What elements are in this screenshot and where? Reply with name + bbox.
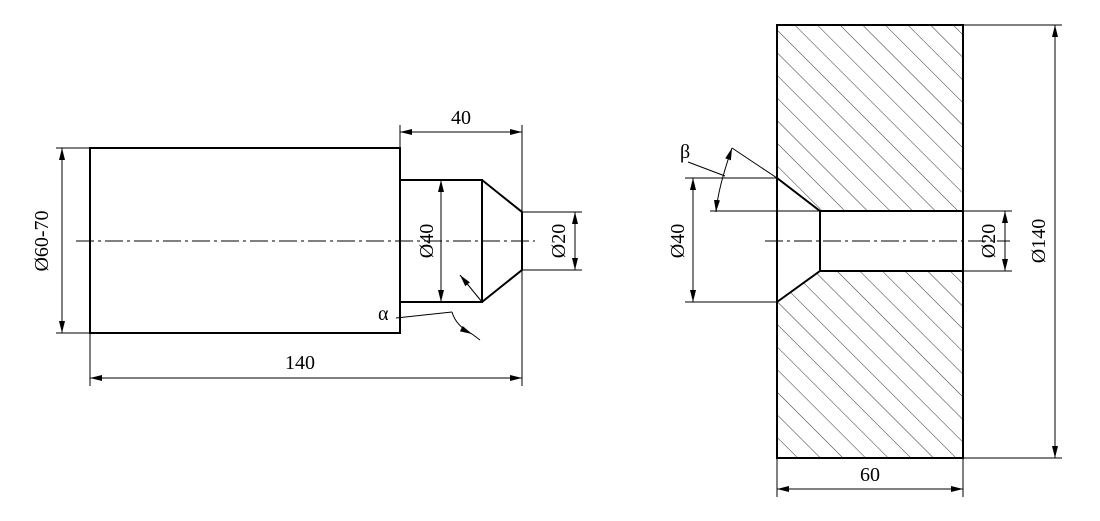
angle-alpha-label: α [378, 303, 389, 325]
dim-hole-diameter: Ø20 [963, 210, 1012, 272]
dim-countersink-diameter-label: Ø40 [667, 224, 689, 258]
dim-neck-diameter-label: Ø40 [416, 224, 438, 258]
bush-section-view: Ø40 β Ø20 Ø140 60 [667, 24, 1062, 497]
dim-outer-diameter-label: Ø140 [1028, 219, 1050, 263]
dim-thickness-label: 60 [860, 464, 880, 486]
section-hatch-bottom [777, 271, 963, 458]
dim-body-diameter-label: Ø60-70 [31, 210, 53, 271]
dim-outer-diameter: Ø140 [963, 24, 1062, 459]
dim-neck-diameter: Ø40 [416, 180, 444, 302]
dim-tip-diameter-label: Ø20 [548, 224, 570, 258]
dim-total-length: 140 [89, 270, 523, 386]
dim-total-length-label: 140 [285, 352, 315, 374]
dim-tip-diameter: Ø20 [522, 211, 582, 271]
dim-countersink-diameter: Ø40 [667, 177, 777, 303]
angle-beta: β [680, 141, 820, 213]
dim-body-diameter: Ø60-70 [31, 147, 90, 334]
angle-beta-label: β [680, 141, 690, 163]
dim-thickness: 60 [776, 458, 964, 497]
section-hatch-top [777, 25, 963, 211]
angle-alpha: α [378, 274, 483, 341]
shaft-view: Ø60-70 Ø40 Ø20 40 140 [31, 107, 582, 386]
dim-tip-length-label: 40 [451, 107, 471, 129]
dim-tip-length: 40 [399, 107, 523, 212]
dim-hole-diameter-label: Ø20 [978, 224, 1000, 258]
